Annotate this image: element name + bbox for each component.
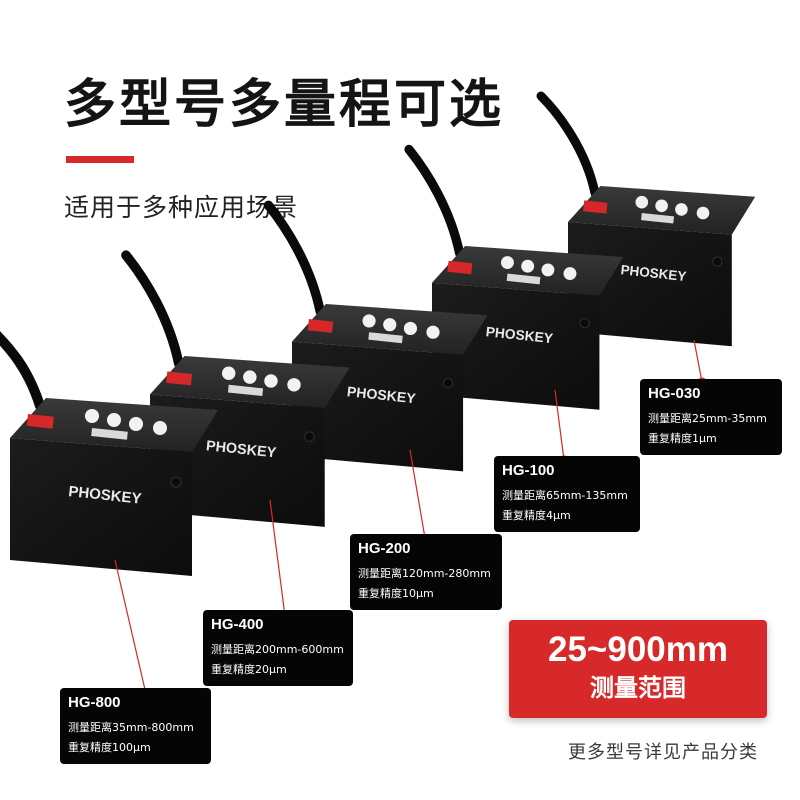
repeat-precision: 重复精度4μm (502, 509, 571, 522)
repeat-precision: 重复精度10μm (358, 587, 434, 600)
model-name: HG-200 (358, 540, 411, 557)
page-subtitle: 适用于多种应用场景 (64, 193, 299, 222)
repeat-precision: 重复精度1μm (648, 432, 717, 445)
model-name: HG-030 (648, 385, 701, 402)
repeat-precision: 重复精度100μm (68, 741, 151, 754)
spec-box-hg-100: HG-100 测量距离65mm-135mm 重复精度4μm (494, 456, 640, 532)
brand-logo: PHOSKEY (346, 383, 417, 406)
model-name: HG-800 (68, 694, 121, 711)
measuring-range: 测量距离35mm-800mm (68, 721, 194, 734)
sensor-hg-800: PHOSKEY (0, 331, 218, 576)
range-badge-value: 25~900mm (547, 630, 728, 669)
brand-logo: PHOSKEY (620, 262, 687, 284)
repeat-precision: 重复精度20μm (211, 663, 287, 676)
spec-box-hg-400: HG-400 测量距离200mm-600mm 重复精度20μm (203, 610, 353, 686)
model-name: HG-100 (502, 462, 555, 479)
brand-logo: PHOSKEY (485, 324, 554, 346)
range-badge-label: 测量范围 (590, 674, 686, 702)
measuring-range: 测量距离120mm-280mm (358, 567, 491, 580)
spec-box-hg-800: HG-800 测量距离35mm-800mm 重复精度100μm (60, 688, 211, 764)
page-title: 多型号多量程可选 (64, 75, 505, 135)
sensor-hg-030: PHOSKEY (536, 91, 756, 347)
spec-box-hg-030: HG-030 测量距离25mm-35mm 重复精度1μm (640, 379, 782, 455)
measuring-range: 测量距离25mm-35mm (648, 412, 767, 425)
measuring-range: 测量距离200mm-600mm (211, 643, 344, 656)
range-badge: 25~900mm 测量范围 (509, 620, 767, 718)
footnote: 更多型号详见产品分类 (568, 742, 758, 763)
measuring-range: 测量距离65mm-135mm (502, 489, 628, 502)
model-name: HG-400 (211, 616, 264, 633)
brand-logo: PHOSKEY (205, 438, 277, 461)
spec-box-hg-200: HG-200 测量距离120mm-280mm 重复精度10μm (350, 534, 502, 610)
title-accent-bar (66, 156, 134, 163)
